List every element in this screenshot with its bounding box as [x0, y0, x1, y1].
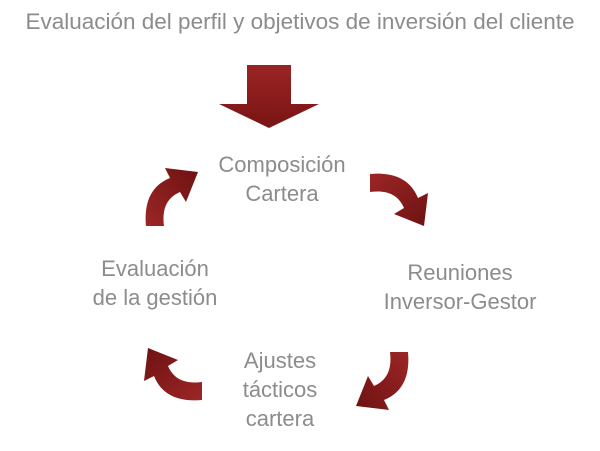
node-label-line: tácticos [242, 377, 318, 402]
node-evaluacion-gestion: Evaluación de la gestión [60, 254, 250, 312]
node-label-line: Composición [218, 152, 346, 177]
node-composicion-cartera: Composición Cartera [192, 150, 372, 208]
arrow-evaluacion-to-composicion [145, 168, 198, 226]
node-reuniones-inversor-gestor: Reuniones Inversor-Gestor [360, 258, 560, 316]
node-label-line: Evaluación [101, 256, 209, 281]
arrow-composicion-to-reuniones [370, 173, 428, 226]
node-label-line: Cartera [245, 181, 319, 206]
arrow-down-from-title [219, 65, 319, 128]
node-label-line: Inversor-Gestor [383, 289, 537, 314]
node-ajustes-tacticos-cartera: Ajustes tácticos cartera [200, 346, 360, 433]
diagram-title: Evaluación del perfil y objetivos de inv… [25, 9, 575, 34]
arrow-reuniones-to-ajustes [356, 352, 409, 410]
node-label-line: Reuniones [407, 260, 513, 285]
node-label-line: de la gestión [92, 285, 218, 310]
arrow-ajustes-to-evaluacion [144, 348, 202, 401]
node-label-line: Ajustes [243, 348, 317, 373]
node-label-line: cartera [245, 406, 315, 431]
